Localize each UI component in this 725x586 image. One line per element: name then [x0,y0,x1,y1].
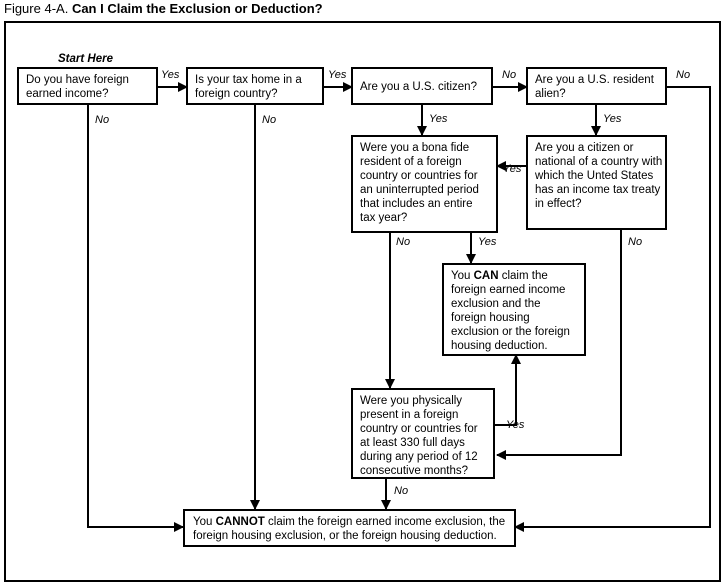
figure-caption: Figure 4-A. Can I Claim the Exclusion or… [4,1,323,17]
edge-label-q6-yes: Yes [503,163,522,175]
node-can-line-4: exclusion or the foreign [451,326,570,338]
node-q7-line-4: during any period of 12 [360,451,478,463]
node-q7-line-3: at least 330 full days [360,437,465,449]
node-q7-line-0: Were you physically [360,395,462,407]
edge-q4-no [514,86,711,532]
node-can-line-0: You CAN claim the [451,270,548,282]
node-cannot-emphasis: CANNOT [216,516,265,528]
edge-label-q4-yes: Yes [603,113,622,125]
node-can-line-1: foreign earned income [451,284,565,296]
edge-label-q1-no: No [95,114,109,126]
node-q3-line-0: Are you a U.S. citizen? [360,81,477,93]
node-q1[interactable]: Do you have foreign earned income? [17,67,158,105]
figure-title: Can I Claim the Exclusion or Deduction? [71,1,323,16]
node-q1-line-0: Do you have foreign [26,74,129,86]
svg-text:Are you a U.S. citizen?: Are you a U.S. citizen? [360,81,477,93]
node-q2[interactable]: Is your tax home in a foreign country? [186,67,324,105]
edge-label-q2-yes: Yes [328,69,347,81]
node-q5-line-1: resident of a foreign [360,156,462,168]
figure-border [4,21,721,582]
node-q5-line-5: tax year? [360,212,407,224]
edge-label-q4-no: No [676,69,690,81]
node-q3[interactable]: Are you a U.S. citizen? [351,67,493,105]
svg-text:Were you a bona fide res: Were you a bona fide resident of a forei… [360,142,482,224]
node-q7-line-2: country or countries for [360,423,478,435]
edge-label-q7-yes: Yes [506,419,525,431]
svg-text:Do you have foreign earn: Do you have foreign earned income? [26,74,132,100]
node-q5-line-0: Were you a bona fide [360,142,469,154]
node-q6-line-2: which the Unted States [534,170,654,182]
node-q2-line-1: foreign country? [195,88,277,100]
node-q5[interactable]: Were you a bona fide resident of a forei… [351,135,498,233]
edge-q7-yes [494,354,521,426]
svg-text:Are you a U.S. resident: Are you a U.S. resident alien? [535,74,657,100]
edge-label-q6-no: No [628,236,642,248]
node-can-line-5: housing deduction. [451,340,548,352]
node-q4-line-1: alien? [535,88,566,100]
start-here-label: Start Here [58,53,114,65]
edge-label-q1-yes: Yes [161,69,180,81]
node-q1-line-1: earned income? [26,88,108,100]
node-cannot-line-0: You CANNOT claim the foreign earned inco… [193,516,505,528]
node-can-line-3: foreign housing [451,312,530,324]
edge-label-q3-no: No [502,69,516,81]
node-q5-line-4: that includes an entire [360,198,473,210]
node-q6[interactable]: Are you a citizen or national of a count… [526,135,667,230]
node-can-line-2: exclusion and the [451,298,541,310]
svg-text:Were you physically pres: Were you physically present in a foreign… [360,395,481,477]
node-q6-line-1: national of a country with [535,156,662,168]
node-q6-line-3: has an income tax treaty [535,184,661,196]
node-cannot-outcome[interactable]: You CANNOT claim the foreign earned inco… [183,509,516,547]
node-q7[interactable]: Were you physically present in a foreign… [351,388,495,479]
node-q7-line-5: consecutive months? [360,465,468,477]
svg-text:You CAN claim the foreig: You CAN claim the foreign earned income … [451,270,573,352]
node-q6-line-0: Are you a citizen or [535,142,634,154]
node-q5-line-2: country or countries for [360,170,478,182]
node-cannot-line-1: foreign housing exclusion, or the foreig… [193,530,497,542]
edge-label-q5-yes: Yes [478,236,497,248]
figure-number: Figure 4-A. [4,1,69,16]
node-q5-line-3: an uninterrupted period [360,184,479,196]
node-can-outcome[interactable]: You CAN claim the foreign earned income … [442,263,586,356]
edge-q1-no [87,104,184,532]
edge-label-q3-yes: Yes [429,113,448,125]
svg-text:Are you a citizen or nat: Are you a citizen or national of a count… [534,142,665,210]
node-q7-line-1: present in a foreign [360,409,458,421]
node-q2-line-0: Is your tax home in a [195,74,302,86]
node-q4[interactable]: Are you a U.S. resident alien? [526,67,667,105]
svg-text:You CANNOT claim the foreign e: You CANNOT claim the foreign earned inco… [193,516,508,542]
edge-label-q7-no: No [394,485,408,497]
edge-label-q5-no: No [396,236,410,248]
node-can-emphasis: CAN [474,270,499,282]
node-q4-line-0: Are you a U.S. resident [535,74,655,86]
edge-q6-no [496,229,622,460]
svg-text:Is your tax home in a fo: Is your tax home in a foreign country? [195,74,305,100]
edge-label-q2-no: No [262,114,276,126]
node-q6-line-4: in effect? [535,198,581,210]
